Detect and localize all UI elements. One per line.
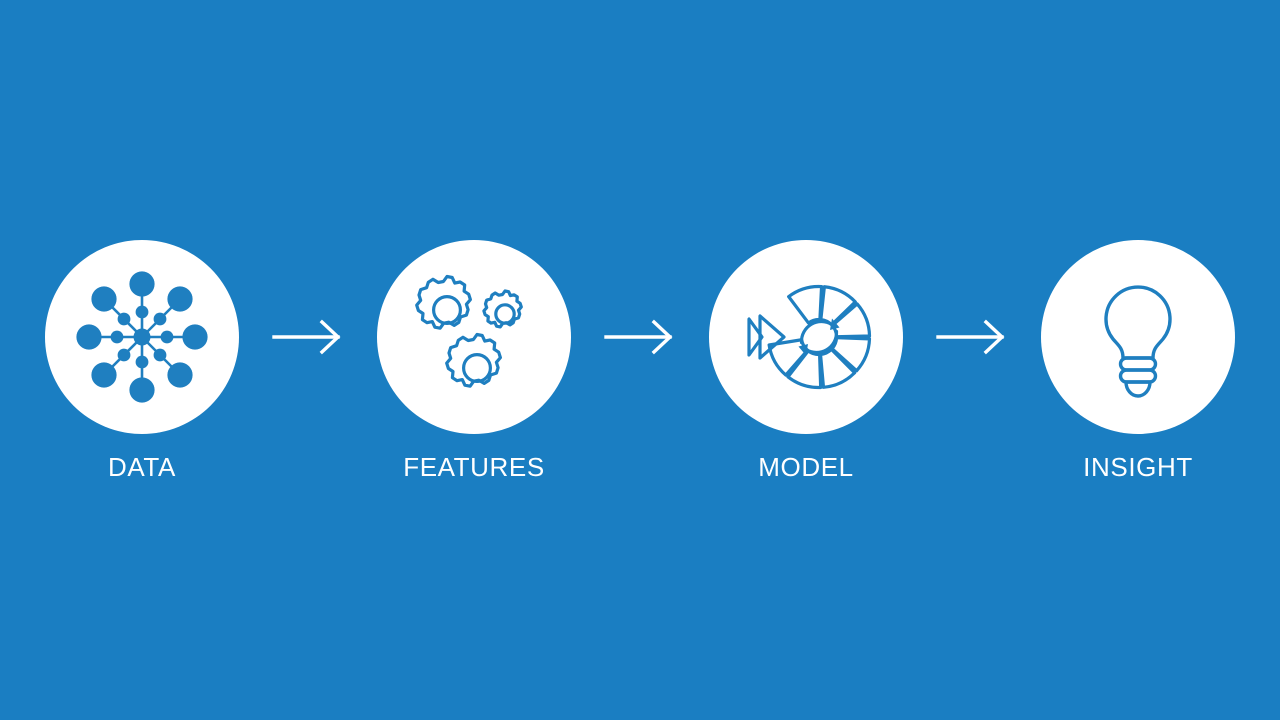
flow-step-data[interactable]: DATA [44, 240, 240, 480]
arrow-right-icon [604, 319, 673, 355]
gears-icon [415, 274, 523, 388]
flow-step-features[interactable]: FEATURES [376, 240, 572, 480]
flow-connector-2 [572, 319, 708, 355]
flow-step-label-features: FEATURES [403, 452, 545, 482]
network-nodes-icon [76, 271, 208, 403]
icon-disc-data [45, 240, 239, 434]
segmented-wheel-refresh-icon [747, 284, 872, 390]
flow-step-label-model: MODEL [758, 452, 854, 482]
flow-connector-3 [904, 319, 1040, 355]
icon-disc-features [377, 240, 571, 434]
flow-step-model[interactable]: MODEL [708, 240, 904, 480]
icon-disc-model [709, 240, 903, 434]
flow-connector-1 [240, 319, 376, 355]
flow-step-label-insight: INSIGHT [1083, 452, 1193, 482]
arrow-right-icon [272, 319, 341, 355]
flow-step-insight[interactable]: INSIGHT [1040, 240, 1236, 480]
lightbulb-icon [1104, 285, 1172, 398]
icon-disc-insight [1041, 240, 1235, 434]
arrow-right-icon [936, 319, 1005, 355]
flow-step-label-data: DATA [108, 452, 176, 482]
